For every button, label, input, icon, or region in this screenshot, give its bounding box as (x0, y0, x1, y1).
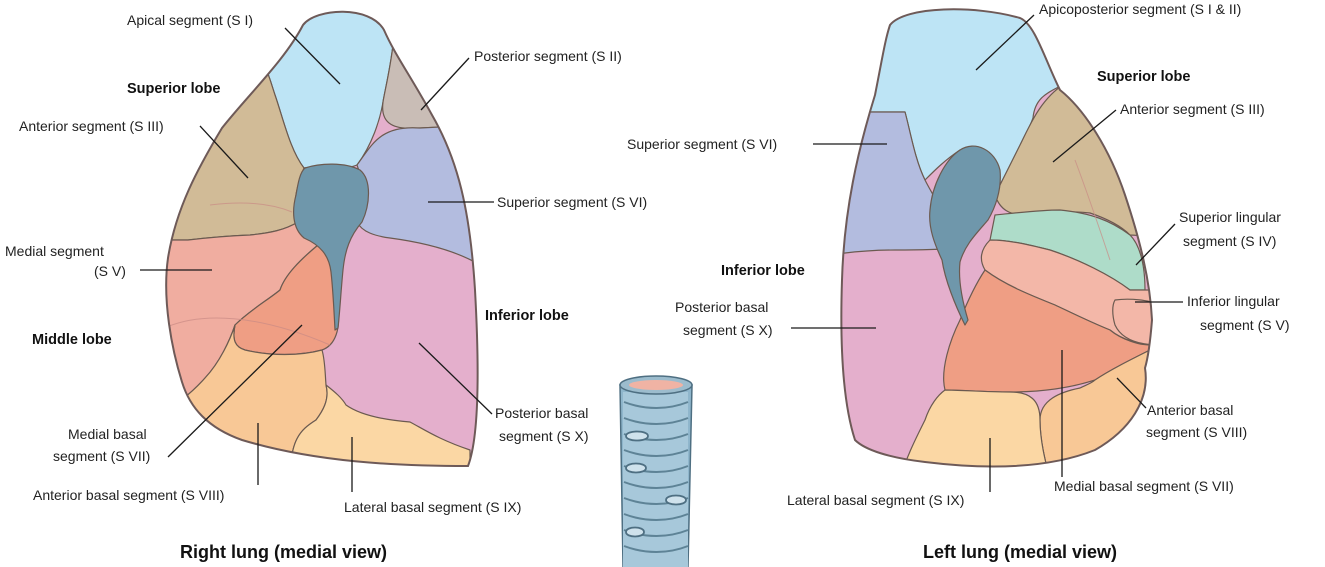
left-lung-title: Left lung (medial view) (923, 542, 1117, 562)
label-left-inferior-lobe: Inferior lobe (721, 263, 805, 279)
label-posterior-basal-code: segment (S X) (499, 428, 588, 444)
label-apicoposterior-segment: Apicoposterior segment (S I & II) (1039, 1, 1241, 17)
right-lung: Apical segment (S I) Posterior segment (… (5, 0, 647, 562)
label-lateral-basal: Lateral basal segment (S IX) (344, 499, 521, 515)
label-posterior-segment: Posterior segment (S II) (474, 48, 622, 64)
label-left-lateral-basal: Lateral basal segment (S IX) (787, 492, 964, 508)
label-left-anterior-segment: Anterior segment (S III) (1120, 101, 1265, 117)
leader-posterior (421, 58, 469, 110)
leader-superior-lingular (1136, 224, 1175, 265)
label-middle-lobe: Middle lobe (32, 332, 112, 348)
label-left-superior-lobe: Superior lobe (1097, 69, 1190, 85)
label-left-anterior-basal-code: segment (S VIII) (1146, 424, 1247, 440)
label-medial-basal: Medial basal (68, 426, 147, 442)
right-lung-segments (150, 0, 490, 480)
label-superior-segment: Superior segment (S VI) (497, 194, 647, 210)
label-posterior-basal: Posterior basal (495, 405, 588, 421)
label-superior-lingular-code: segment (S IV) (1183, 233, 1276, 249)
label-left-posterior-basal-code: segment (S X) (683, 322, 772, 338)
label-medial-segment: Medial segment (5, 243, 104, 259)
label-medial-basal-code: segment (S VII) (53, 448, 150, 464)
label-left-posterior-basal: Posterior basal (675, 299, 768, 315)
label-superior-lobe: Superior lobe (127, 81, 220, 97)
left-lung: Apicoposterior segment (S I & II) Superi… (627, 0, 1289, 562)
label-left-anterior-basal: Anterior basal (1147, 402, 1233, 418)
label-inferior-lingular-code: segment (S V) (1200, 317, 1289, 333)
label-left-medial-basal: Medial basal segment (S VII) (1054, 478, 1234, 494)
trachea-illustration (620, 376, 692, 567)
label-anterior-basal: Anterior basal segment (S VIII) (33, 487, 224, 503)
label-apical-segment: Apical segment (S I) (127, 12, 253, 28)
label-left-superior-segment: Superior segment (S VI) (627, 136, 777, 152)
label-medial-segment-code: (S V) (94, 263, 126, 279)
label-anterior-segment: Anterior segment (S III) (19, 118, 164, 134)
right-segment-posterior (383, 0, 480, 128)
right-lung-title: Right lung (medial view) (180, 542, 387, 562)
label-superior-lingular: Superior lingular (1179, 209, 1281, 225)
label-inferior-lobe: Inferior lobe (485, 308, 569, 324)
label-inferior-lingular: Inferior lingular (1187, 293, 1280, 309)
